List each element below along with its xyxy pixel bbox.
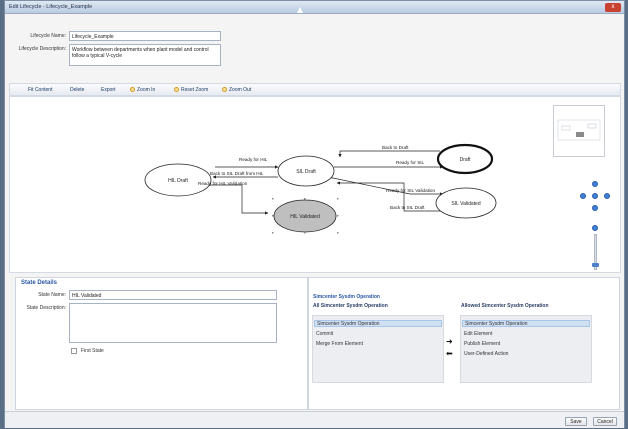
transition-label: Ready for HIL Validation [198,181,248,186]
transition-label: Back to SIL Draft [390,205,425,210]
list-item[interactable]: Publish Element [464,341,501,347]
selection-handle[interactable] [272,215,274,217]
first-state-checkbox[interactable] [71,348,77,354]
remove-operation-arrow-icon[interactable]: ⬅ [446,349,453,358]
cancel-button[interactable]: Cancel [593,417,617,426]
reset-zoom-label: Reset Zoom [181,87,209,93]
zoom-out-button[interactable]: Zoom Out [222,87,251,93]
selection-handle[interactable] [272,198,274,200]
save-button[interactable]: Save [565,417,587,426]
fit-content-button[interactable]: Fit Content [28,87,53,93]
zoom-out-label: Zoom Out [229,87,252,93]
window-title: Edit Lifecycle - Lifecycle_Example [9,4,93,10]
state-label: HIL Draft [168,178,188,184]
state-name-input[interactable]: HIL Validated [69,290,277,300]
pan-right-icon[interactable] [604,193,610,199]
all-operations-header[interactable]: Simcenter Sysdm Operation [314,320,442,327]
diagram-svg: HIL Draft SIL Draft Draft HIL Validated … [144,143,497,234]
close-button[interactable]: x [605,3,621,12]
pan-center-icon[interactable] [592,193,598,199]
magnifier-icon [130,87,135,92]
list-item[interactable]: Edit Element [464,331,493,337]
lifecycle-description-input[interactable]: Workflow between departments when plant … [69,44,221,66]
list-item[interactable]: Merge From Element [316,341,363,347]
overview-svg [557,119,601,141]
selection-handle[interactable] [304,198,306,200]
selection-handle[interactable] [337,215,339,217]
magnifier-icon [222,87,227,92]
state-label: Draft [460,157,471,163]
selection-handle[interactable] [304,232,306,234]
lifecycle-name-input[interactable]: Lifecycle_Example [69,31,221,41]
state-sil-draft[interactable] [277,155,335,187]
first-state-label: First State [81,348,104,354]
diagram-overview[interactable] [553,105,605,157]
state-draft[interactable] [436,143,494,175]
transition-back-to-sil-draft[interactable] [336,181,443,212]
zoom-in-label: Zoom In [137,87,156,93]
edit-lifecycle-window: Edit Lifecycle - Lifecycle_Example x Lif… [4,0,625,428]
zoom-in-icon[interactable] [592,225,598,231]
dialog-footer: Save Cancel [5,411,624,428]
state-sil-validated[interactable] [435,187,497,219]
transition-label: Back to Draft [382,145,409,150]
all-operations-list[interactable]: Simcenter Sysdm Operation Commit Merge F… [312,315,444,383]
magnifier-icon [174,87,179,92]
delete-button[interactable]: Delete [70,87,85,93]
list-item[interactable]: Commit [316,331,334,337]
allowed-operations-title: Allowed Simcenter Sysdm Operation [461,303,549,309]
selection-handle[interactable] [337,198,339,200]
all-operations-title: All Simcenter Sysdm Operation [313,303,388,309]
lifecycle-description-label: Lifecycle Description: [18,46,66,52]
export-button[interactable]: Export [101,87,116,93]
transition-label: Back to SIL Draft from HIL [210,171,264,176]
transition-back-to-draft[interactable] [338,150,440,158]
selection-handle[interactable] [272,232,274,234]
pan-down-icon[interactable] [592,205,598,211]
allowed-operations-header[interactable]: Simcenter Sysdm Operation [462,320,590,327]
zoom-slider[interactable] [594,234,597,270]
state-details-title: State Details [21,280,58,286]
title-bar[interactable]: Edit Lifecycle - Lifecycle_Example x [5,1,624,14]
transition-label: Ready for HIL [239,157,268,162]
state-description-label: State Description: [26,305,66,311]
pan-up-icon[interactable] [592,181,598,187]
lifecycle-diagram-canvas[interactable]: HIL Draft SIL Draft Draft HIL Validated … [9,96,621,273]
state-label: SIL Draft [296,169,316,175]
transition-label: Ready for SIL [396,160,425,165]
diagram-toolbar: Fit Content Delete Export Zoom In Reset … [9,83,621,96]
list-item[interactable]: User-Defined Action [464,351,509,357]
lifecycle-name-label: Lifecycle Name: [30,33,66,39]
operations-title: Simcenter Sysdm Operation [313,294,380,300]
add-operation-arrow-icon[interactable]: ➜ [446,337,453,346]
state-label: SIL Validated [451,201,480,207]
state-description-input[interactable] [69,303,277,343]
state-label: HIL Validated [290,214,320,220]
zoom-in-button[interactable]: Zoom In [130,87,155,93]
reset-zoom-button[interactable]: Reset Zoom [174,87,208,93]
selection-handle[interactable] [337,232,339,234]
state-hil-draft[interactable] [144,163,212,197]
state-name-label: State Name: [38,292,66,298]
transition-ready-for-hil-validation[interactable] [209,184,269,215]
transition-label: Ready for SIL Validation [386,188,435,193]
mouse-cursor-icon [297,7,303,13]
pan-left-icon[interactable] [580,193,586,199]
zoom-slider-handle[interactable] [592,263,599,267]
allowed-operations-list[interactable]: Simcenter Sysdm Operation Edit Element P… [460,315,592,383]
